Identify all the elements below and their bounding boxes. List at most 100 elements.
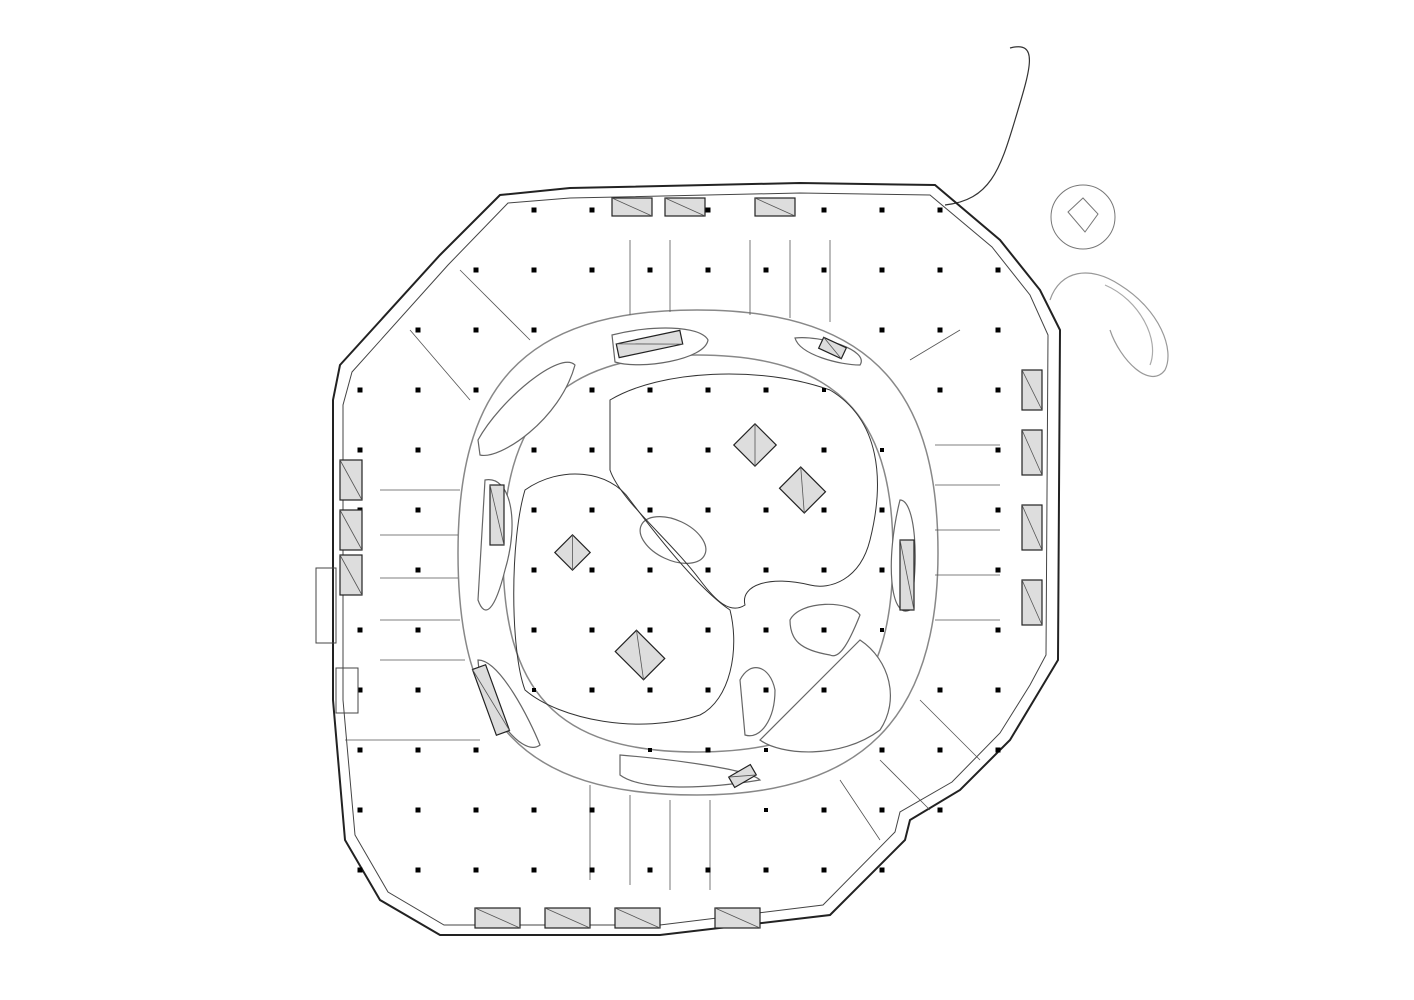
column xyxy=(879,327,885,333)
column xyxy=(415,327,421,333)
column xyxy=(357,747,363,753)
column xyxy=(473,327,479,333)
column xyxy=(995,387,1001,393)
column xyxy=(821,207,827,213)
column xyxy=(415,807,421,813)
column xyxy=(589,207,595,213)
column xyxy=(937,207,943,213)
escalator xyxy=(339,554,363,596)
column xyxy=(763,687,769,693)
outer-wall xyxy=(332,181,1062,936)
column xyxy=(705,747,711,753)
column xyxy=(937,327,943,333)
column xyxy=(879,207,885,213)
column xyxy=(473,267,479,273)
column xyxy=(705,627,711,633)
escalator xyxy=(614,629,666,681)
column xyxy=(880,628,884,632)
column xyxy=(879,747,885,753)
partition-wall xyxy=(919,699,981,761)
column xyxy=(879,507,885,513)
column xyxy=(647,447,653,453)
column xyxy=(589,807,595,813)
inner-wall xyxy=(342,192,1049,926)
escalator xyxy=(553,533,592,572)
escalator xyxy=(778,466,827,514)
column xyxy=(647,267,653,273)
escalator xyxy=(754,197,796,217)
column xyxy=(415,387,421,393)
column xyxy=(357,687,363,693)
column xyxy=(821,687,827,693)
column xyxy=(937,807,943,813)
column xyxy=(415,747,421,753)
column xyxy=(648,748,652,752)
column xyxy=(357,627,363,633)
column xyxy=(589,627,595,633)
column xyxy=(357,867,363,873)
column xyxy=(357,387,363,393)
escalator xyxy=(664,197,706,217)
column xyxy=(415,507,421,513)
roundabout xyxy=(1050,184,1116,250)
column xyxy=(937,387,943,393)
escalator xyxy=(817,336,848,360)
escalator xyxy=(339,509,363,551)
column xyxy=(879,807,885,813)
column xyxy=(531,507,537,513)
column xyxy=(357,807,363,813)
escalator xyxy=(899,539,915,611)
column xyxy=(531,807,537,813)
column xyxy=(531,447,537,453)
escalator xyxy=(727,763,758,789)
column xyxy=(589,507,595,513)
column xyxy=(995,747,1001,753)
column xyxy=(589,447,595,453)
column xyxy=(705,867,711,873)
column xyxy=(822,388,826,392)
column xyxy=(705,447,711,453)
column xyxy=(764,748,768,752)
column xyxy=(763,627,769,633)
column xyxy=(821,447,827,453)
escalators xyxy=(339,197,1043,929)
partition-wall xyxy=(409,329,471,401)
column xyxy=(705,687,711,693)
column xyxy=(821,627,827,633)
column xyxy=(415,627,421,633)
column xyxy=(995,267,1001,273)
column xyxy=(821,807,827,813)
column xyxy=(415,867,421,873)
column xyxy=(531,327,537,333)
column xyxy=(473,807,479,813)
column xyxy=(531,627,537,633)
column xyxy=(531,267,537,273)
partition-wall xyxy=(459,269,531,341)
escalator xyxy=(1021,429,1043,476)
column xyxy=(705,387,711,393)
escalator xyxy=(615,329,684,359)
escalator xyxy=(544,907,591,929)
escalator xyxy=(1021,369,1043,411)
column xyxy=(937,747,943,753)
partition-wall xyxy=(909,329,961,361)
partition-walls xyxy=(345,240,1000,890)
column xyxy=(589,387,595,393)
column xyxy=(647,687,653,693)
column xyxy=(531,567,537,573)
column xyxy=(647,627,653,633)
column xyxy=(705,507,711,513)
column xyxy=(821,267,827,273)
column xyxy=(705,207,711,213)
column xyxy=(995,567,1001,573)
column xyxy=(821,507,827,513)
column xyxy=(995,447,1001,453)
column xyxy=(415,447,421,453)
column xyxy=(995,507,1001,513)
escalator xyxy=(732,422,778,468)
site-path xyxy=(944,46,1169,377)
column xyxy=(937,267,943,273)
column xyxy=(531,867,537,873)
ring-corridor xyxy=(457,309,939,796)
